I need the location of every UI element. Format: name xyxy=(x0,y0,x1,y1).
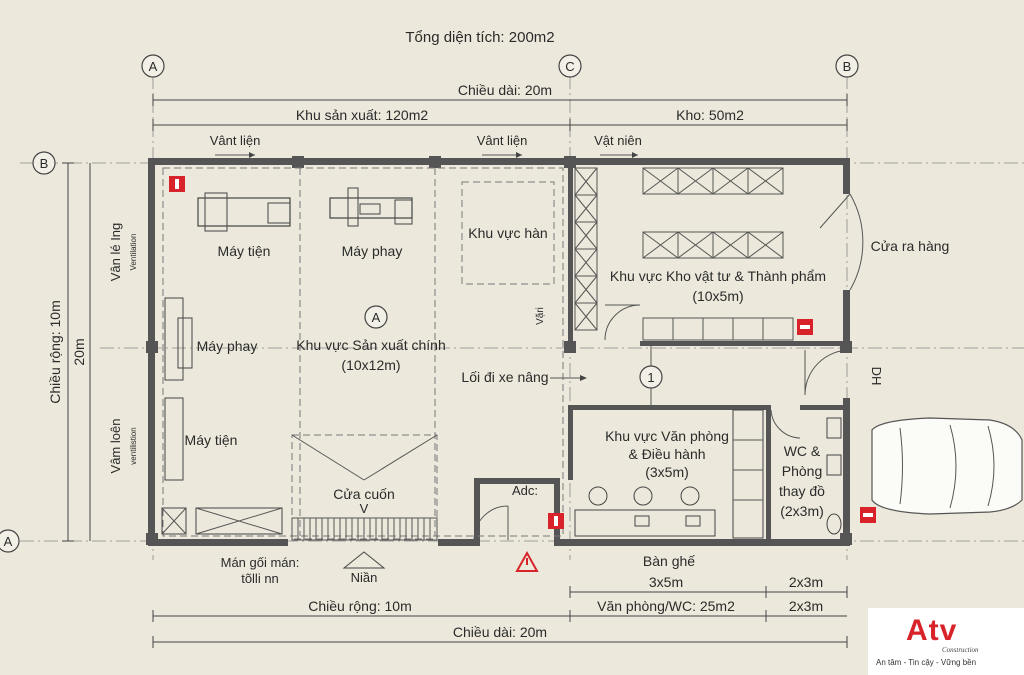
dim-left-width: Chiều rộng: 10m xyxy=(47,300,63,404)
vent-left-1-sub: Ventilation xyxy=(129,234,138,271)
dim-wc-2: 2x3m xyxy=(789,598,823,614)
warehouse-shelf-top xyxy=(642,167,784,195)
zone-a-marker: A xyxy=(364,305,388,329)
svg-text:A: A xyxy=(372,310,381,325)
warehouse-area-label: Khu vực Kho vật tư & Thành phẩm xyxy=(610,268,826,284)
rolling-door-arrow: V xyxy=(360,501,369,516)
lathe-1-label: Máy tiện xyxy=(218,243,271,259)
dim-total-length: Chiều dài: 20m xyxy=(458,82,552,98)
vent-top-2-label: Vânt liện xyxy=(477,133,528,148)
vent-top-1-label: Vânt liện xyxy=(210,133,261,148)
svg-text:C: C xyxy=(565,59,574,74)
axis-marker-c-top: C xyxy=(558,54,582,78)
dim-bottom-length: Chiều dài: 20m xyxy=(453,624,547,640)
fire-extinguisher-icon xyxy=(548,513,564,529)
office-chairs xyxy=(588,486,700,506)
workbench-bottom-left xyxy=(161,507,283,535)
fire-extinguisher-icon xyxy=(169,176,185,192)
plan-title: Tổng diện tích: 200m2 xyxy=(405,29,554,46)
production-size-label: (10x12m) xyxy=(341,357,400,373)
adc-label: Adc: xyxy=(512,483,538,498)
vari-label: Vặri xyxy=(535,307,546,325)
svg-text:B: B xyxy=(40,156,49,171)
roof-label-1: Mán gối mán: xyxy=(221,555,300,570)
wc-label-2: Phòng xyxy=(782,463,822,479)
vent-left-2-sub: ventilistion xyxy=(129,427,138,464)
logo-mark: Atv xyxy=(906,614,958,647)
dim-office-wc-area: Văn phòng/WC: 25m2 xyxy=(597,598,735,614)
milling-machine-2 xyxy=(164,297,193,381)
entry-arrow-icon xyxy=(342,551,386,569)
production-main-label: Khu vực Sản xuất chính xyxy=(296,337,445,353)
svg-text:A: A xyxy=(4,534,13,549)
office-label-1: Khu vực Văn phòng xyxy=(605,428,729,444)
rolling-door-hatch xyxy=(291,517,438,541)
wc-label-3: thay đồ xyxy=(779,483,825,499)
svg-text:B: B xyxy=(843,59,852,74)
vent-left-1-label: Vân lé Ing xyxy=(108,223,123,282)
fire-extinguisher-icon xyxy=(797,319,813,335)
dim-bottom-width: Chiều rộng: 10m xyxy=(308,598,412,614)
lathe-machine-1 xyxy=(197,192,291,232)
axis-marker-a-left: A xyxy=(0,529,20,553)
company-logo: Atv Construction An tâm - Tin cậy - Vững… xyxy=(868,608,1024,675)
logo-slogan: An tâm - Tin cậy - Vững bền xyxy=(876,658,977,667)
mill-1-label: Máy phay xyxy=(342,243,403,259)
lathe-machine-2 xyxy=(164,397,184,481)
warning-icon xyxy=(515,550,539,572)
milling-machine-1 xyxy=(329,187,413,227)
rolling-door-label: Cửa cuốn xyxy=(333,486,395,502)
dim-left-20m: 20m xyxy=(71,338,87,365)
svg-text:1: 1 xyxy=(647,370,654,385)
dim-wc: 2x3m xyxy=(789,574,823,590)
grid-marker-1: 1 xyxy=(639,345,663,405)
forklift-path-label: Lối đi xe nâng xyxy=(461,369,548,385)
warehouse-shelf-middle xyxy=(642,231,784,259)
fire-extinguisher-icon xyxy=(860,507,876,523)
svg-text:A: A xyxy=(149,59,158,74)
furniture-label: Bàn ghế xyxy=(643,553,695,569)
dim-production-area: Khu sản xuất: 120m2 xyxy=(296,107,429,123)
mill-2-label: Máy phay xyxy=(197,338,258,354)
axis-marker-a-top: A xyxy=(141,54,165,78)
logo-subtitle: Construction xyxy=(942,646,979,654)
wc-fixtures xyxy=(826,417,842,535)
vent-left-2-label: Vâm loên xyxy=(108,419,123,474)
office-label-2: & Điều hành xyxy=(628,446,705,462)
office-desk xyxy=(574,509,716,537)
warehouse-counter xyxy=(642,317,794,341)
wc-size-label: (2x3m) xyxy=(780,503,824,519)
welding-area-label: Khu vực hàn xyxy=(468,225,547,241)
exit-door-label: Cửa ra hàng xyxy=(871,238,950,254)
axis-marker-b-left: B xyxy=(32,151,56,175)
wc-label-1: WC & xyxy=(784,443,821,459)
roof-label-2: tõlli nn xyxy=(241,571,279,586)
dim-warehouse-area: Kho: 50m2 xyxy=(676,107,744,123)
dim-office: 3x5m xyxy=(649,574,683,590)
warehouse-shelf-vertical xyxy=(574,167,598,331)
vent-top-3-label: Vật niên xyxy=(594,133,642,148)
lathe-2-label: Máy tiện xyxy=(185,432,238,448)
axis-marker-b-top: B xyxy=(835,54,859,78)
office-cabinet xyxy=(732,409,764,539)
office-size-label: (3x5m) xyxy=(645,464,689,480)
dh-label: DH xyxy=(869,367,884,386)
car-icon xyxy=(871,417,1023,515)
entry-label: Niần xyxy=(351,570,378,585)
warehouse-size-label: (10x5m) xyxy=(692,288,743,304)
